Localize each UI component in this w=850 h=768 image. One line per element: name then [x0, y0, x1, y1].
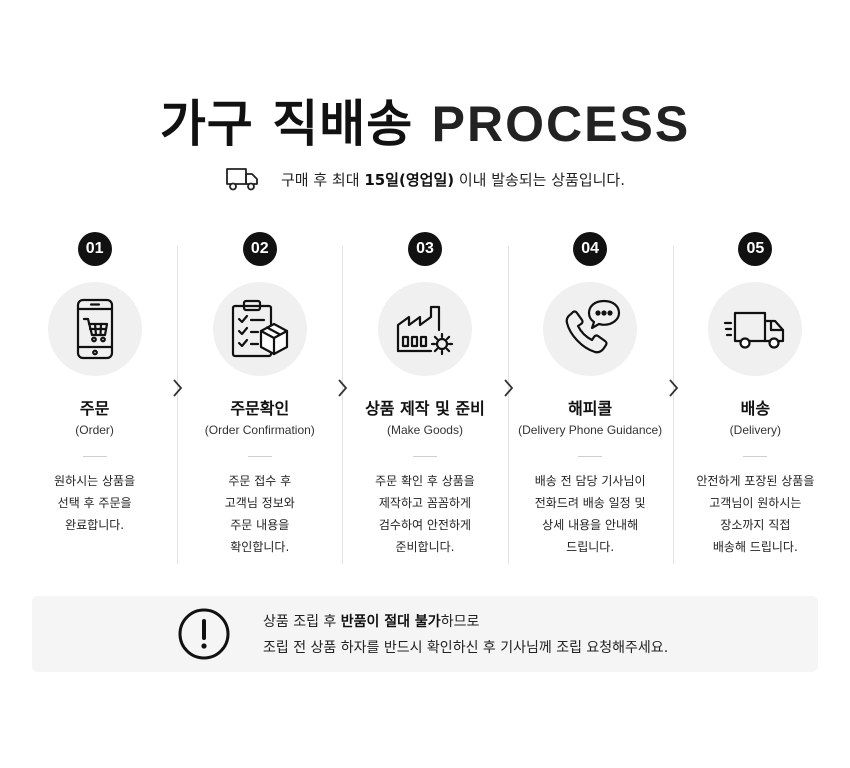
step-name: 주문확인	[230, 399, 290, 418]
step-happy-call: 04 해피콜 (Delivery Phone Guidance) 배송 전 담당…	[503, 230, 673, 570]
step-order: 01 주문 (Order) 원하시는 상품을 선택 후 주문을 완료합니다.	[12, 230, 177, 570]
notice-text-pre: 상품 조립 후	[263, 614, 341, 630]
chevron-right-icon	[338, 379, 348, 397]
shipping-info-text: 구매 후 최대 15일(영업일) 이내 발송되는 상품입니다.	[281, 169, 625, 190]
divider-dash	[412, 456, 437, 457]
notice-line-2: 조립 전 상품 하자를 반드시 확인하신 후 기사님께 조립 요청해주세요.	[263, 640, 669, 656]
step-make-goods: 03 상품 제작 및 준비 (Make Goods) 주문 확인 후 상품을 제…	[338, 230, 507, 570]
page-title: 가구 직배송 PROCESS	[0, 84, 850, 156]
step-description: 원하시는 상품을 선택 후 주문을 완료합니다.	[54, 474, 136, 532]
exclamation-circle-icon	[178, 608, 230, 660]
step-english-name: (Order Confirmation)	[204, 423, 315, 437]
shipping-info: 구매 후 최대 15일(영업일) 이내 발송되는 상품입니다.	[0, 166, 850, 192]
step-description: 주문 접수 후 고객님 정보와 주문 내용을 확인합니다.	[224, 474, 295, 554]
shipping-text-days: 15일(영업일)	[364, 170, 455, 189]
step-number: 01	[77, 232, 112, 266]
step-order-confirmation: 02 주문확인 (Order Confirmation) 주문 접수 후 고객님…	[173, 230, 342, 570]
assembly-notice: 상품 조립 후 반품이 절대 불가하므로 조립 전 상품 하자를 반드시 확인하…	[32, 596, 818, 672]
delivery-truck-icon	[724, 311, 785, 349]
step-name: 주문	[79, 399, 110, 418]
step-english-name: (Delivery)	[729, 423, 782, 437]
chevron-right-icon	[503, 379, 513, 397]
step-english-name: (Order)	[75, 423, 114, 437]
step-number: 02	[242, 232, 277, 266]
step-name: 배송	[740, 399, 771, 418]
step-description: 안전하게 포장된 상품을 고객님이 원하시는 장소까지 직접 배송해 드립니다.	[696, 474, 815, 554]
step-icon-circle	[212, 282, 307, 376]
step-delivery: 05 배송 (Delivery) 안전하게 포장된 상품을 고객님이 원하시는 …	[669, 230, 838, 570]
divider-dash	[578, 456, 603, 457]
title-english: PROCESS	[431, 96, 691, 152]
delivery-truck-icon	[226, 168, 258, 191]
step-name: 해피콜	[568, 399, 613, 418]
step-icon-circle	[377, 282, 472, 376]
clipboard-checklist-box-icon	[231, 299, 288, 358]
notice-line-1: 상품 조립 후 반품이 절대 불가하므로	[263, 611, 479, 631]
step-icon-circle	[708, 282, 803, 376]
phone-chat-icon	[565, 299, 621, 354]
step-description: 배송 전 담당 기사님이 전화드려 배송 일정 및 상세 내용을 안내해 드립니…	[534, 474, 646, 554]
step-english-name: (Delivery Phone Guidance)	[518, 423, 663, 437]
step-description: 주문 확인 후 상품을 제작하고 꼼꼼하게 검수하여 안전하게 준비합니다.	[375, 474, 475, 554]
smartphone-cart-icon	[76, 298, 113, 360]
step-name: 상품 제작 및 준비	[365, 399, 485, 418]
notice-text-bold: 반품이 절대 불가	[340, 614, 441, 630]
step-icon-circle	[47, 282, 142, 376]
notice-text-post: 하므로	[440, 614, 480, 630]
chevron-right-icon	[173, 379, 183, 397]
shipping-text-pre: 구매 후 최대	[281, 170, 365, 189]
divider-dash	[82, 456, 107, 457]
divider-dash	[743, 456, 768, 457]
step-number: 03	[407, 232, 442, 266]
step-number: 05	[738, 232, 773, 266]
shipping-text-post: 이내 발송되는 상품입니다.	[454, 170, 625, 189]
divider-dash	[247, 456, 272, 457]
chevron-right-icon	[669, 379, 678, 397]
factory-gear-icon	[396, 305, 454, 356]
process-steps: 01 주문 (Order) 원하시는 상품을 선택 후 주문을 완료합니다. 0…	[12, 230, 838, 570]
step-number: 04	[573, 232, 608, 266]
title-korean: 가구 직배송	[159, 95, 414, 153]
step-icon-circle	[543, 282, 638, 376]
step-english-name: (Make Goods)	[386, 423, 463, 437]
